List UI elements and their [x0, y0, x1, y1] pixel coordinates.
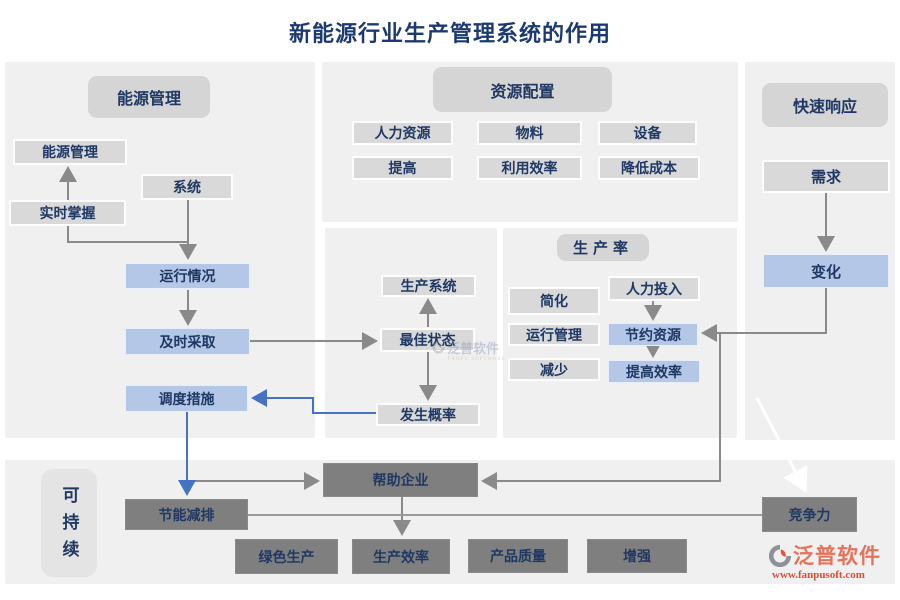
corner-watermark-url: www.fanpusoft.com: [772, 569, 865, 581]
corner-watermark-brand: 泛普软件: [793, 543, 881, 568]
node-green-production: 绿色生产: [235, 539, 338, 574]
fanpu-logo-icon: [768, 544, 792, 568]
node-improve: 提高: [352, 156, 453, 180]
page-title: 新能源行业生产管理系统的作用: [288, 21, 611, 46]
node-operation-status: 运行情况: [125, 263, 250, 289]
node-materials: 物料: [477, 121, 582, 145]
node-energy-mgmt: 能源管理: [13, 139, 127, 165]
arrow-change-to-help-enterprise: [481, 333, 721, 490]
node-timely-action: 及时采取: [125, 328, 250, 355]
node-competitiveness: 竞争力: [762, 497, 857, 532]
header-quick-response: 快速响应: [762, 83, 888, 127]
header-energy-management: 能源管理: [88, 76, 210, 118]
node-system: 系统: [141, 174, 233, 200]
header-sustainable: 可持续: [41, 469, 97, 577]
header-resource-allocation: 资源配置: [433, 67, 612, 112]
node-production-system: 生产系统: [381, 275, 476, 297]
node-product-quality: 产品质量: [468, 539, 568, 573]
node-dispatch-measures: 调度措施: [125, 385, 248, 412]
node-realtime-grasp: 实时掌握: [9, 200, 126, 226]
node-human-resources: 人力资源: [352, 121, 453, 145]
node-energy-saving: 节能减排: [125, 499, 248, 530]
node-demand: 需求: [762, 160, 890, 193]
panel-energy-management: [5, 62, 315, 438]
node-labor-input: 人力投入: [608, 276, 700, 301]
corner-watermark: 泛普软件 www.fanpusoft.com: [768, 544, 881, 581]
node-reduce: 减少: [508, 358, 600, 381]
node-save-resources: 节约资源: [608, 323, 698, 346]
arrow-change-to-save-resources: [701, 288, 827, 342]
node-improve-efficiency: 提高效率: [608, 360, 700, 383]
node-help-enterprise: 帮助企业: [323, 463, 478, 497]
node-occurrence-probability: 发生概率: [376, 403, 480, 426]
node-production-efficiency: 生产效率: [352, 539, 450, 574]
node-cost-reduction: 降低成本: [598, 156, 700, 180]
arrow-occurrence-probability-to-dispatch-measures: [251, 389, 376, 414]
node-change: 变化: [763, 254, 889, 288]
header-productivity: 生产率: [557, 234, 649, 261]
node-operation-mgmt: 运行管理: [508, 323, 600, 346]
node-enhance: 增强: [587, 539, 687, 573]
node-optimal-state: 最佳状态: [380, 328, 475, 352]
node-simplify: 简化: [508, 287, 600, 315]
arrow-white-to-competitiveness: [755, 397, 808, 493]
node-equipment: 设备: [598, 121, 697, 145]
node-utilization-efficiency: 利用效率: [477, 156, 582, 180]
